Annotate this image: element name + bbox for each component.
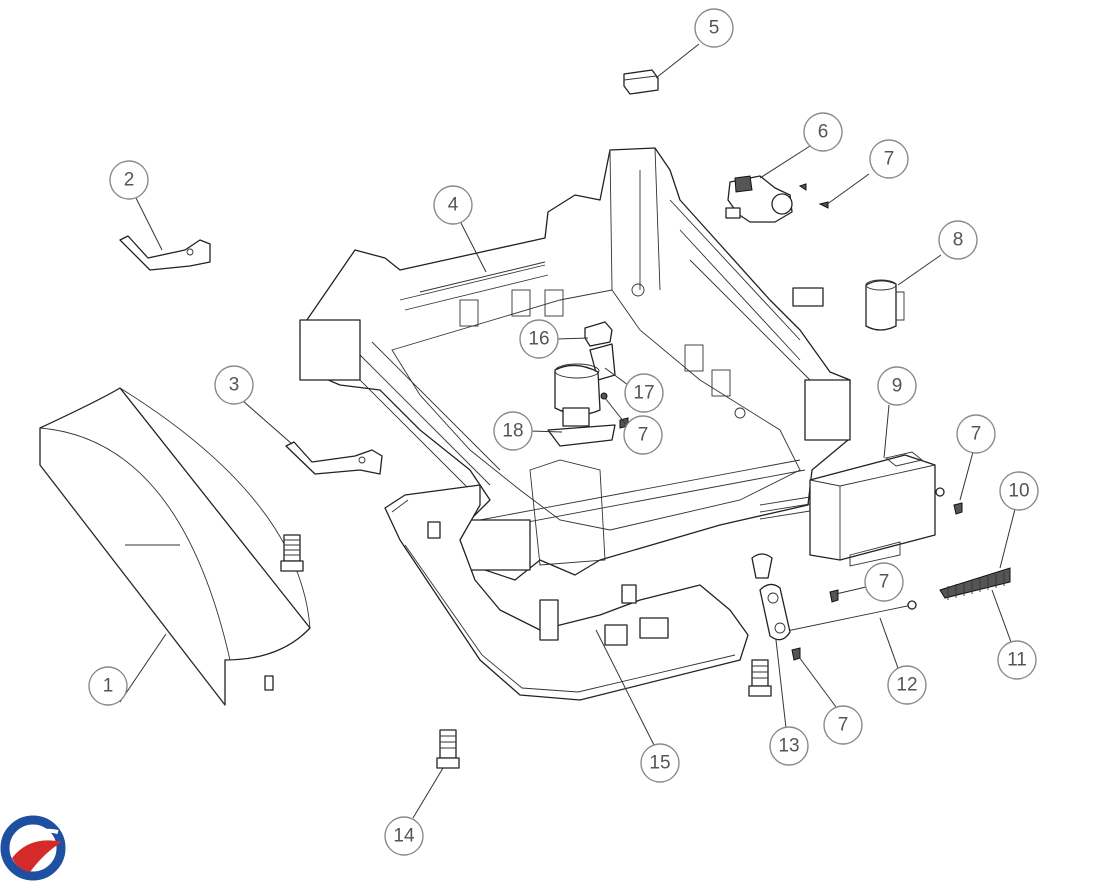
callout-label: 15 xyxy=(649,753,670,774)
callout-15: 15 xyxy=(640,743,680,783)
callout-label: 7 xyxy=(971,424,982,445)
part-pump-motor xyxy=(792,279,905,331)
callout-label: 14 xyxy=(393,826,415,847)
callout-label: 6 xyxy=(818,122,829,143)
callout-label: 9 xyxy=(892,376,903,397)
callout-7: 7 xyxy=(623,415,663,455)
callout-9: 9 xyxy=(877,366,917,406)
callout-label: 5 xyxy=(709,18,720,39)
callout-18: 18 xyxy=(493,411,533,451)
callout-label: 1 xyxy=(103,676,114,697)
callout-label: 17 xyxy=(633,383,654,404)
callout-1: 1 xyxy=(88,666,128,706)
callout-5: 5 xyxy=(694,8,734,48)
callout-label: 7 xyxy=(879,572,890,593)
callout-label: 4 xyxy=(448,195,459,216)
part-screw-group-6 xyxy=(798,183,829,209)
callout-4: 4 xyxy=(433,185,473,225)
part-bracket-lower xyxy=(285,441,383,475)
part-bottom-plate xyxy=(384,484,749,701)
callout-16: 16 xyxy=(519,319,559,359)
callout-13: 13 xyxy=(769,726,809,766)
callout-label: 11 xyxy=(1007,650,1027,671)
part-rod xyxy=(781,600,917,633)
logo-swoosh-red xyxy=(12,840,62,872)
leader-lines xyxy=(119,43,1016,819)
callout-7: 7 xyxy=(956,414,996,454)
part-screws xyxy=(619,417,963,661)
callout-label: 10 xyxy=(1008,481,1029,502)
callout-2: 2 xyxy=(109,160,149,200)
part-link-plate xyxy=(751,553,791,641)
callout-label: 7 xyxy=(638,425,649,446)
part-foot xyxy=(280,534,772,769)
callout-10: 10 xyxy=(999,471,1039,511)
callout-12: 12 xyxy=(887,665,927,705)
callout-11: 11 xyxy=(997,640,1037,680)
part-clip-top xyxy=(623,69,659,95)
part-bracket-upper xyxy=(119,235,211,271)
callout-17: 17 xyxy=(624,373,664,413)
logo-ring-blue xyxy=(0,815,66,881)
part-kick-panel xyxy=(39,387,311,706)
brand-logo xyxy=(0,815,66,881)
part-inlet-valve xyxy=(725,175,793,223)
callout-6: 6 xyxy=(803,112,843,152)
part-spring xyxy=(939,567,1011,600)
part-control-module xyxy=(809,451,945,567)
callout-label: 7 xyxy=(884,149,895,170)
callout-label: 18 xyxy=(502,421,523,442)
callout-label: 3 xyxy=(229,375,240,396)
callout-label: 12 xyxy=(896,675,917,696)
callout-label: 16 xyxy=(528,329,549,350)
logo-swoosh-white xyxy=(14,828,59,850)
callout-label: 8 xyxy=(953,230,964,251)
callout-label: 13 xyxy=(778,736,799,757)
callout-14: 14 xyxy=(384,816,424,856)
callout-label: 7 xyxy=(838,715,849,736)
callout-3: 3 xyxy=(214,365,254,405)
callout-7: 7 xyxy=(864,562,904,602)
callout-7: 7 xyxy=(869,139,909,179)
callout-label: 2 xyxy=(124,170,135,191)
callout-8: 8 xyxy=(938,220,978,260)
callout-7: 7 xyxy=(823,705,863,745)
